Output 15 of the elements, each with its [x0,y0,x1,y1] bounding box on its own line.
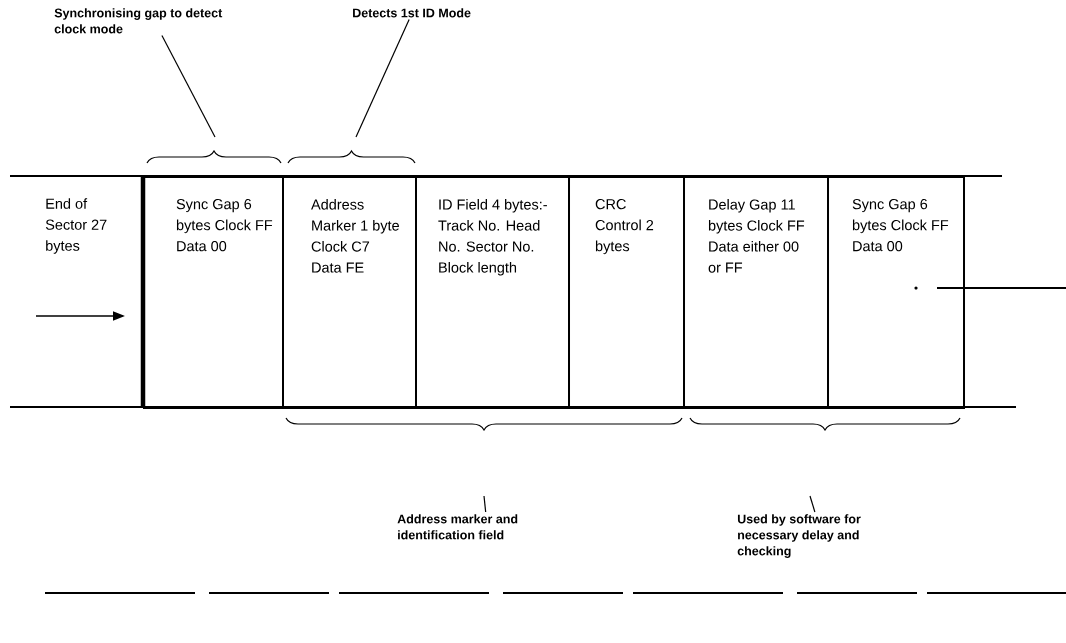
field-cell: Sync Gap 6 bytes Clock FF Data 00 [143,176,284,409]
leader-line [355,18,410,138]
field-cell: CRC Control 2 bytes [568,176,685,409]
field-cell: ID Field 4 bytes:- Track No. Head No. Sector No. Block length [415,176,570,409]
annotation-text: Detects 1st ID Mode [353,8,471,18]
leader-line [161,35,216,138]
leader-line [809,495,816,513]
annotation-text: Address marker and identification field [397,514,518,540]
annotation-text: Used by software for necessary delay and checking [737,514,861,558]
leader-line [483,495,487,513]
field-cell: Sync Gap 6 bytes Clock FF Data 00 [827,176,965,409]
annotation-text: Synchronising gap to detect clock mode [54,8,223,34]
field-cell: End of Sector 27 bytes [45,198,107,254]
field-cell: Delay Gap 11 bytes Clock FF Data either 00 or FF [683,176,829,409]
field-cell: Address Marker 1 byte Clock C7 Data FE [282,176,417,409]
